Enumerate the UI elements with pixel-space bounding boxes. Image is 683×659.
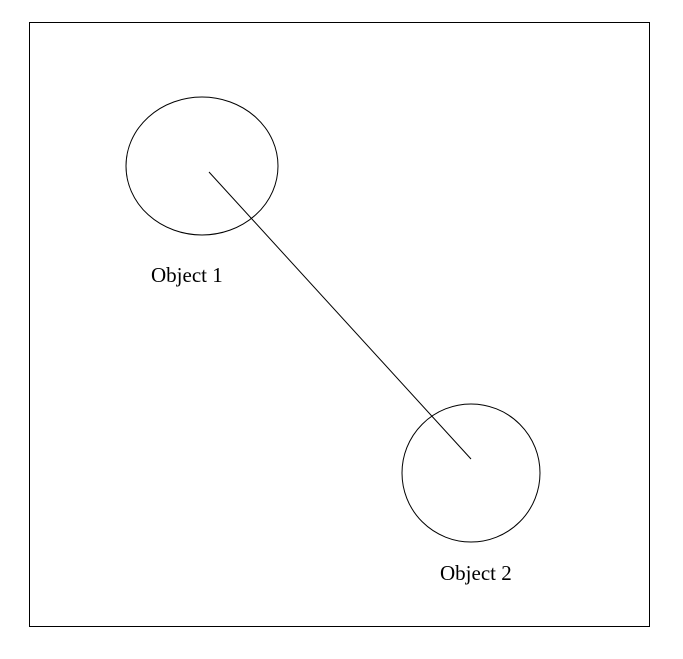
object-2-circle xyxy=(401,403,541,543)
connector-line xyxy=(208,171,472,460)
diagram-frame xyxy=(29,22,650,627)
object-1-circle xyxy=(125,96,279,236)
object-1-label: Object 1 xyxy=(151,263,223,287)
object-2-label: Object 2 xyxy=(440,561,512,585)
